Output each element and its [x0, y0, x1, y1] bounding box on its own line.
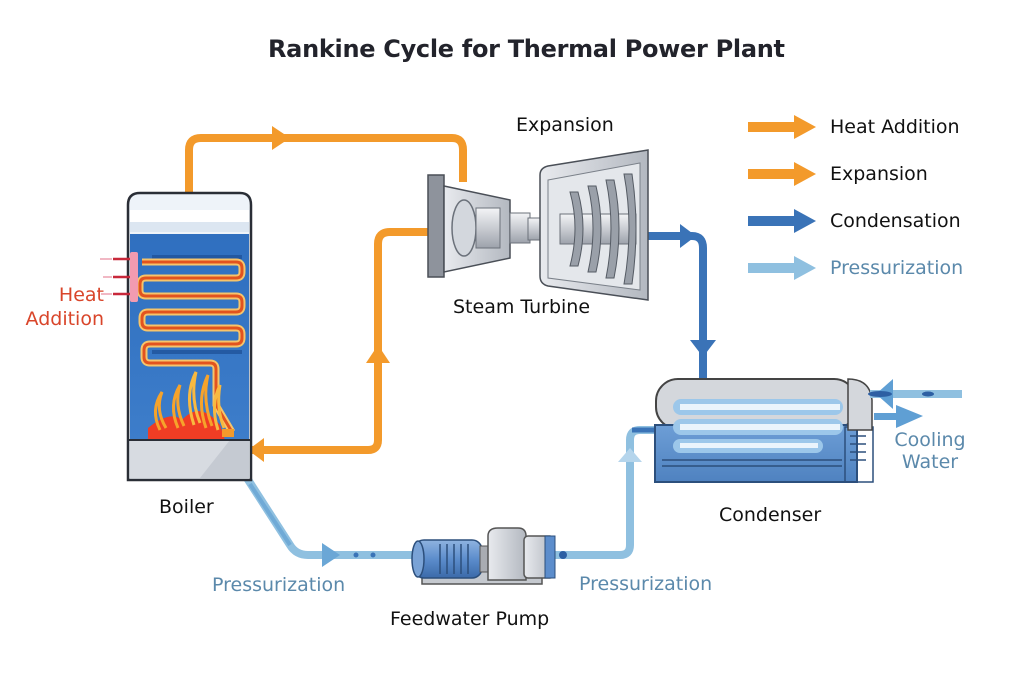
- feedwater-pump: [411, 527, 556, 585]
- pressurization-label-left: Pressurization: [212, 574, 346, 596]
- flame-icon: [148, 371, 226, 440]
- feedwater-pump-label: Feedwater Pump: [390, 608, 550, 630]
- legend-item-heat-addition: Heat Addition: [748, 114, 960, 140]
- flow-arrow-icon: [322, 543, 340, 567]
- diagram-title: Rankine Cycle for Thermal Power Plant: [268, 35, 785, 63]
- flow-arrow-icon: [690, 340, 716, 357]
- heat-input-arrows: [100, 252, 138, 302]
- cooling-water-label: Cooling Water: [894, 429, 966, 473]
- flow-arrow-icon: [366, 345, 390, 363]
- legend-item-pressurization: Pressurization: [748, 255, 963, 281]
- flow-arrow-icon: [272, 126, 290, 150]
- legend-item-condensation: Condensation: [748, 208, 961, 234]
- heat-addition-label: Heat Addition: [25, 284, 104, 330]
- pressurization-label-right: Pressurization: [579, 573, 713, 595]
- boiler: [100, 191, 253, 482]
- arrow-right-icon: [896, 405, 923, 428]
- pipe-turbine-to-condenser: [640, 224, 716, 378]
- steam-turbine-label: Steam Turbine: [453, 296, 591, 318]
- pipe-boiler-to-turbine: [185, 126, 467, 210]
- legend-item-expansion: Expansion: [748, 161, 928, 187]
- cooling-water-arrows: [868, 379, 962, 428]
- turbine-blades: [569, 173, 637, 285]
- legend-label: Heat Addition: [830, 116, 960, 138]
- arrow-right-icon: [748, 162, 816, 186]
- arrow-right-icon: [748, 256, 816, 280]
- legend-label: Condensation: [830, 210, 961, 232]
- steam-turbine: [427, 149, 649, 301]
- pipe-boiler-to-pump: [241, 472, 412, 567]
- boiler-label: Boiler: [159, 496, 214, 518]
- condenser-side-vent: [850, 435, 866, 461]
- pipe-boiler-return-to-turbine-inlet: [228, 220, 446, 462]
- flow-arrow-icon: [248, 438, 264, 462]
- pipe-pump-to-condenser: [555, 426, 665, 559]
- flow-arrow-icon: [618, 448, 642, 462]
- legend-label: Expansion: [830, 163, 928, 185]
- arrow-right-icon: [748, 209, 816, 233]
- condenser: [654, 378, 874, 483]
- flow-arrow-icon: [680, 224, 696, 248]
- expansion-label: Expansion: [516, 114, 614, 136]
- arrow-right-icon: [748, 115, 816, 139]
- condenser-label: Condenser: [719, 504, 822, 526]
- legend-label: Pressurization: [830, 257, 964, 279]
